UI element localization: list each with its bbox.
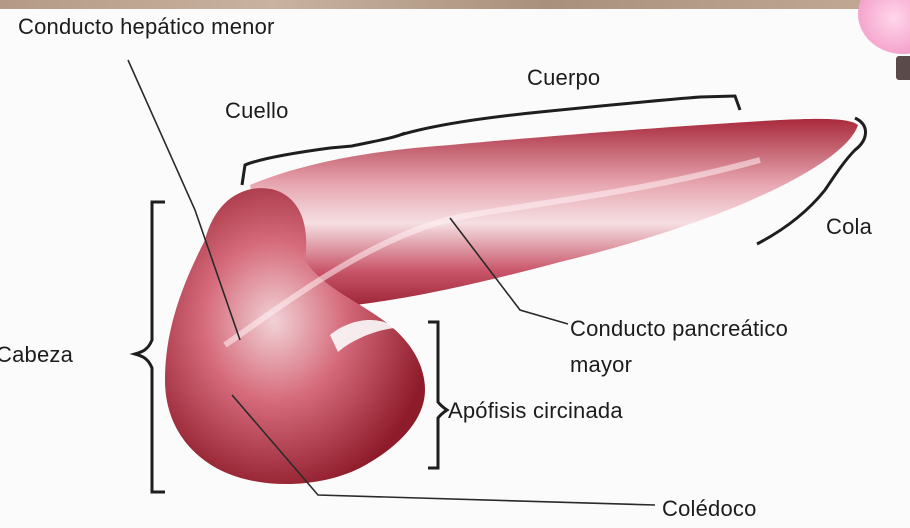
label-hepatic-duct: Conducto hepático menor [18, 14, 275, 40]
label-body: Cuerpo [527, 65, 600, 91]
label-bile-duct: Colédoco [662, 496, 757, 522]
label-uncinate-process: Apófisis circinada [448, 398, 623, 424]
brace-uncinate [428, 322, 447, 468]
label-tail: Cola [826, 214, 872, 240]
pancreas-organ [165, 119, 858, 484]
label-neck: Cuello [225, 98, 289, 124]
brace-head [135, 202, 165, 492]
label-pancreatic-duct: Conducto pancreático [570, 316, 788, 342]
label-head: Cabeza [0, 342, 73, 368]
label-pancreatic-duct-2: mayor [570, 352, 632, 378]
